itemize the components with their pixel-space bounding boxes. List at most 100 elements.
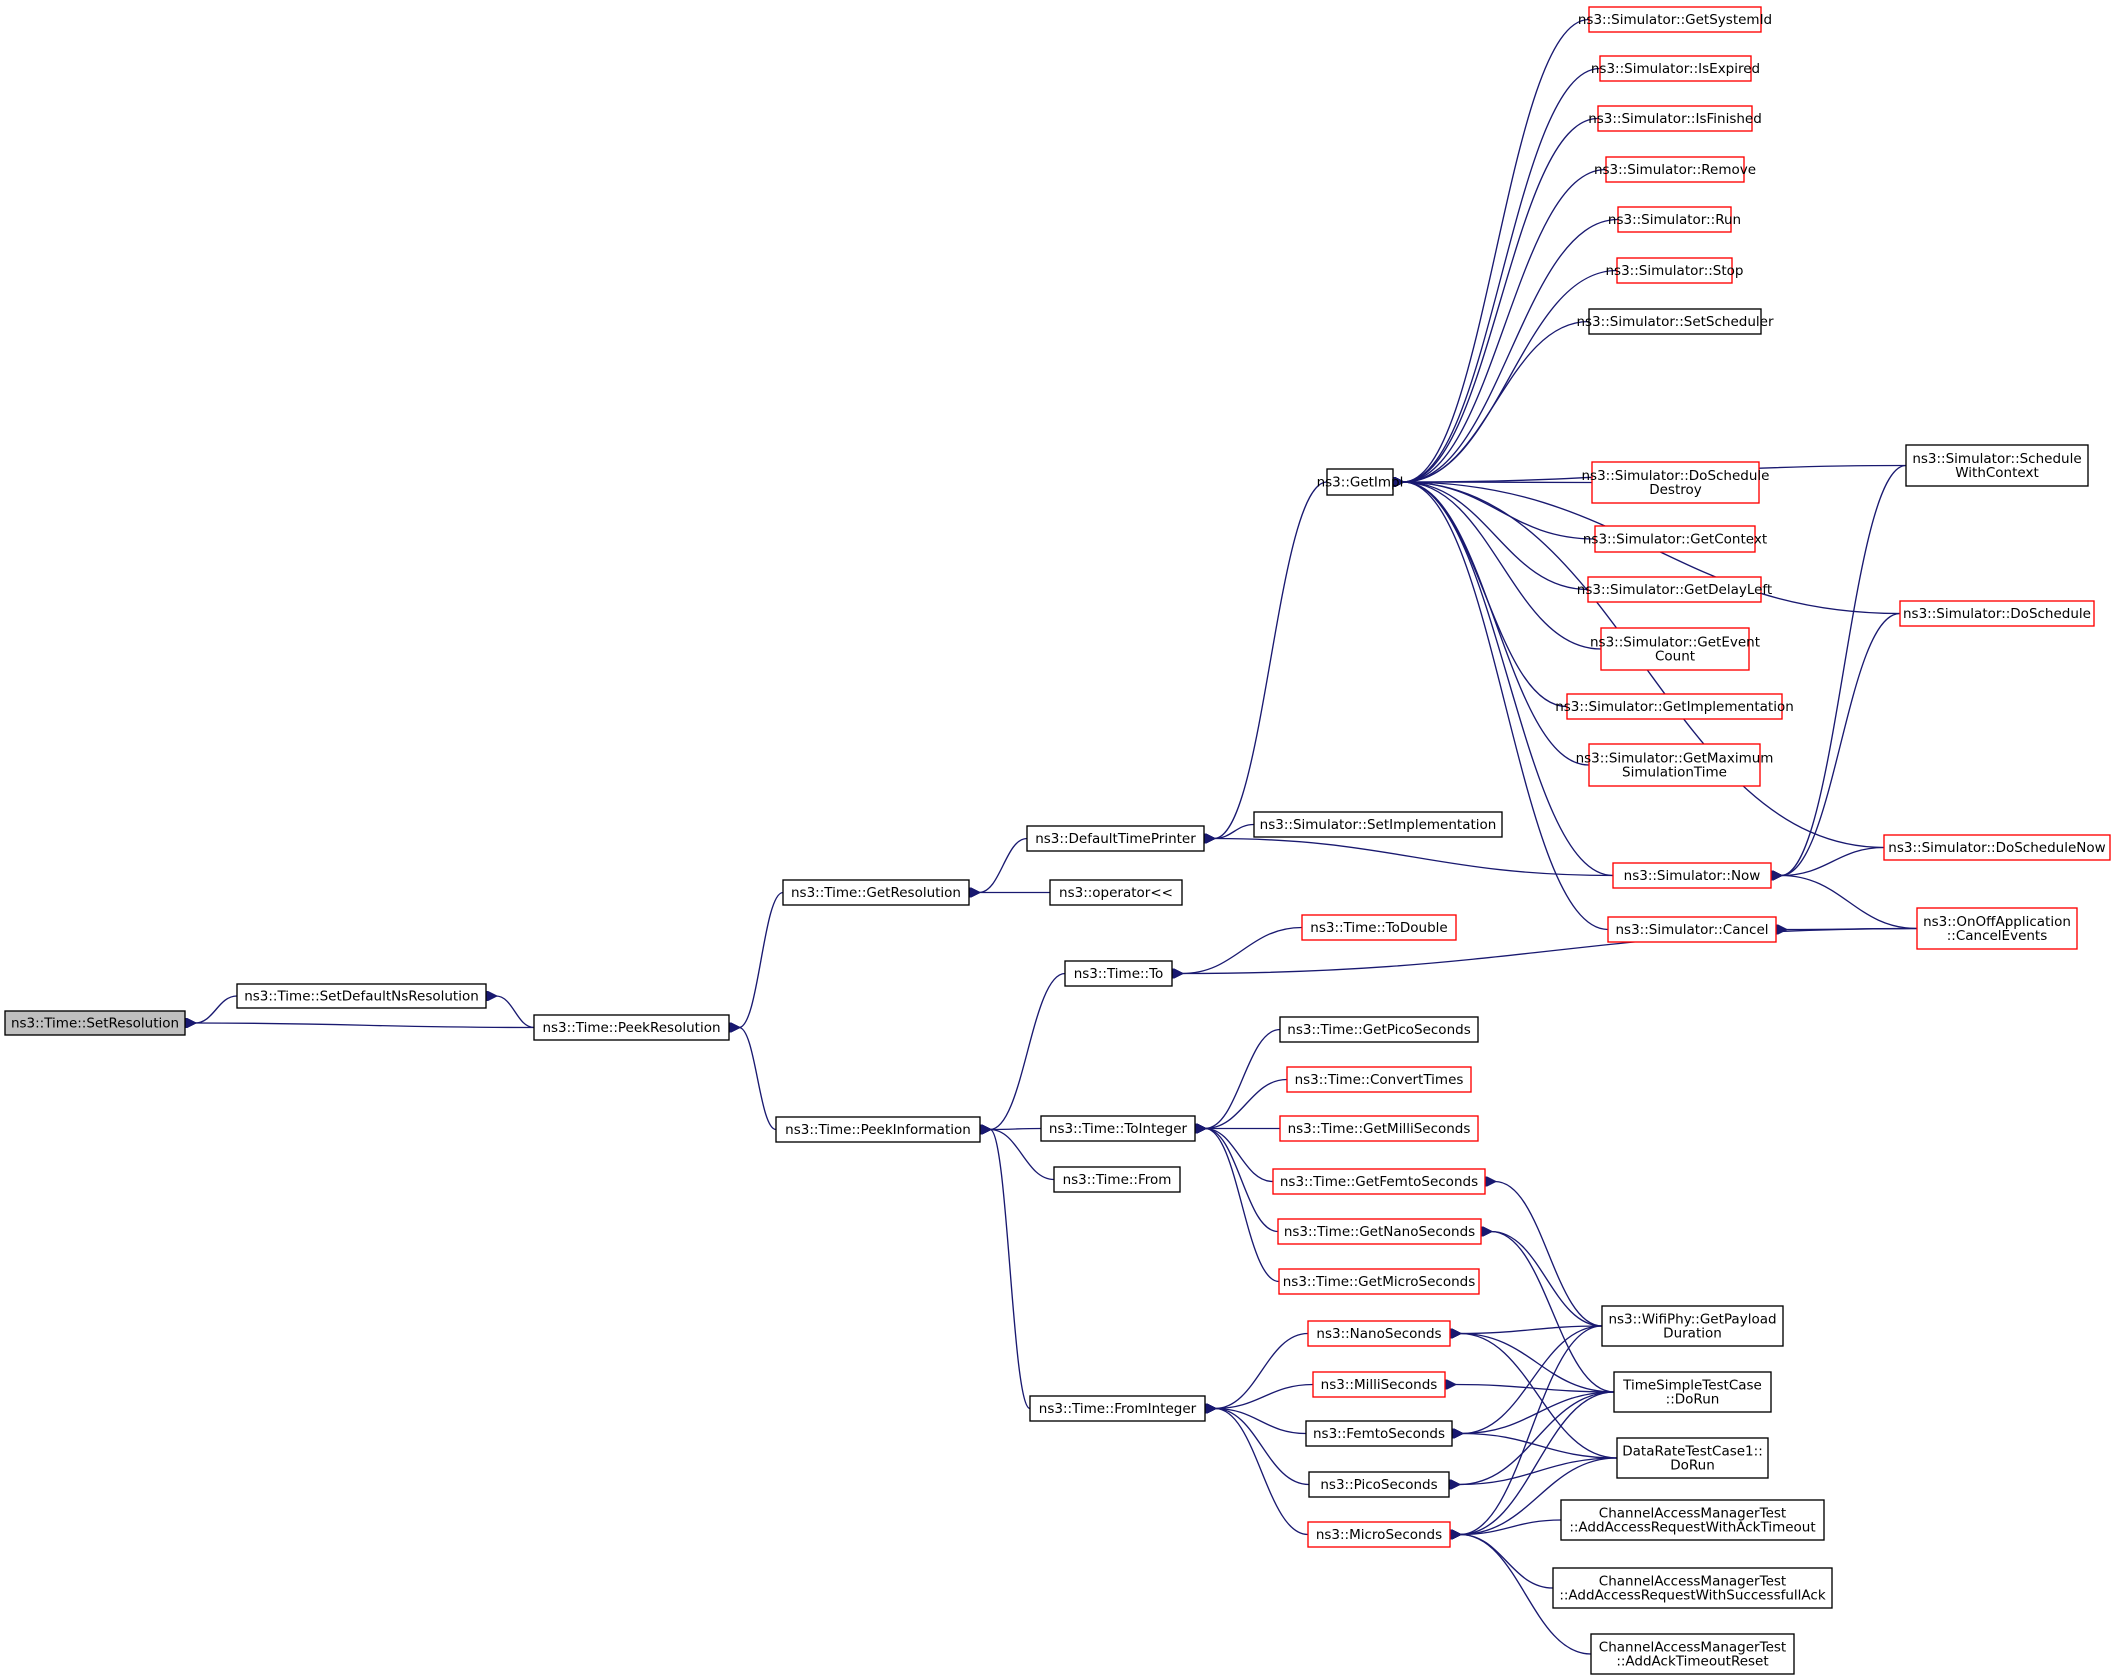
call-edge-drtc-to-femtos bbox=[1462, 1434, 1618, 1459]
node-peekres[interactable]: ns3::Time::PeekResolution bbox=[533, 1014, 730, 1041]
node-toint[interactable]: ns3::Time::ToInteger bbox=[1040, 1115, 1196, 1142]
node-box bbox=[782, 879, 970, 906]
node-box bbox=[1272, 1168, 1486, 1195]
node-tstc[interactable]: TimeSimpleTestCase::DoRun bbox=[1613, 1371, 1772, 1413]
call-edge-dosnow-to-now bbox=[1781, 846, 1885, 876]
node-box bbox=[775, 1116, 981, 1143]
call-edge-toint-to-peekinfo bbox=[990, 1129, 1042, 1130]
node-stop[interactable]: ns3::Simulator::Stop bbox=[1606, 257, 1744, 284]
node-millis[interactable]: ns3::MilliSeconds bbox=[1312, 1371, 1446, 1398]
call-edge-now-to-deftp bbox=[1214, 839, 1614, 877]
node-label: ChannelAccessManagerTest bbox=[1599, 1640, 1786, 1656]
call-edge-wifipl-to-micros bbox=[1460, 1325, 1603, 1535]
call-edge-getsysid-to-getimpl bbox=[1403, 18, 1590, 483]
call-edge-now-to-getimpl bbox=[1403, 482, 1614, 877]
call-edge-stop-to-getimpl bbox=[1403, 269, 1618, 483]
call-edge-cancel-to-getimpl bbox=[1403, 482, 1609, 931]
node-box bbox=[1607, 916, 1777, 943]
node-femtos[interactable]: ns3::FemtoSeconds bbox=[1305, 1420, 1453, 1447]
node-run[interactable]: ns3::Simulator::Run bbox=[1608, 206, 1741, 233]
node-box bbox=[1590, 1633, 1795, 1675]
node-dosnow[interactable]: ns3::Simulator::DoScheduleNow bbox=[1883, 834, 2111, 861]
node-label: ns3::Time::ToInteger bbox=[1049, 1121, 1188, 1137]
node-label: ns3::operator<< bbox=[1059, 885, 1173, 901]
node-remove[interactable]: ns3::Simulator::Remove bbox=[1594, 156, 1756, 183]
node-getnano[interactable]: ns3::Time::GetNanoSeconds bbox=[1277, 1218, 1482, 1245]
node-getctx[interactable]: ns3::Simulator::GetContext bbox=[1583, 525, 1767, 553]
node-label: ns3::Simulator::Schedule bbox=[1912, 451, 2081, 467]
call-edge-drtc-to-nanos bbox=[1460, 1334, 1618, 1459]
node-now[interactable]: ns3::Simulator::Now bbox=[1612, 862, 1772, 889]
node-label: DoRun bbox=[1670, 1458, 1715, 1474]
node-setimpl[interactable]: ns3::Simulator::SetImplementation bbox=[1253, 811, 1503, 838]
node-cam3[interactable]: ChannelAccessManagerTest::AddAckTimeoutR… bbox=[1590, 1633, 1795, 1675]
node-to[interactable]: ns3::Time::To bbox=[1064, 960, 1173, 987]
node-getmicro[interactable]: ns3::Time::GetMicroSeconds bbox=[1278, 1268, 1480, 1295]
node-peekinfo[interactable]: ns3::Time::PeekInformation bbox=[775, 1116, 981, 1143]
node-box bbox=[1305, 1420, 1453, 1447]
node-todouble[interactable]: ns3::Time::ToDouble bbox=[1301, 914, 1457, 941]
node-cam2[interactable]: ChannelAccessManagerTest::AddAccessReque… bbox=[1552, 1567, 1833, 1609]
call-edge-peekres-to-setdef bbox=[496, 996, 535, 1029]
node-label: ns3::Simulator::IsFinished bbox=[1588, 111, 1762, 127]
node-label: ns3::Simulator::GetContext bbox=[1583, 532, 1767, 548]
call-edge-drtc-to-micros bbox=[1460, 1457, 1618, 1535]
node-label: ns3::WifiPhy::GetPayload bbox=[1608, 1312, 1776, 1328]
node-label: ns3::Simulator::Remove bbox=[1594, 162, 1756, 178]
node-micros[interactable]: ns3::MicroSeconds bbox=[1307, 1521, 1451, 1548]
call-edge-onoff-to-now bbox=[1781, 876, 1918, 930]
node-getpico[interactable]: ns3::Time::GetPicoSeconds bbox=[1279, 1016, 1479, 1043]
node-getdl[interactable]: ns3::Simulator::GetDelayLeft bbox=[1577, 576, 1772, 603]
node-label: ns3::Time::GetNanoSeconds bbox=[1284, 1224, 1475, 1240]
node-fromint[interactable]: ns3::Time::FromInteger bbox=[1029, 1395, 1206, 1422]
node-getimpl[interactable]: ns3::GetImpl bbox=[1317, 468, 1404, 496]
node-box bbox=[1883, 834, 2111, 861]
node-box bbox=[1594, 525, 1756, 553]
node-label: ns3::Time::PeekResolution bbox=[542, 1020, 720, 1036]
node-box bbox=[1277, 1218, 1482, 1245]
node-label: ns3::Time::ToDouble bbox=[1310, 920, 1447, 936]
node-box bbox=[1588, 308, 1762, 335]
node-box bbox=[1605, 156, 1745, 183]
node-deftp[interactable]: ns3::DefaultTimePrinter bbox=[1026, 825, 1205, 852]
call-edge-peekinfo-to-peekres bbox=[739, 1028, 777, 1131]
node-setres: ns3::Time::SetResolution bbox=[4, 1010, 186, 1036]
node-setsched[interactable]: ns3::Simulator::SetScheduler bbox=[1576, 308, 1774, 335]
node-getres[interactable]: ns3::Time::GetResolution bbox=[782, 879, 970, 906]
node-label: Count bbox=[1655, 649, 1695, 665]
node-nanos[interactable]: ns3::NanoSeconds bbox=[1307, 1320, 1451, 1347]
call-edge-getmax-to-getimpl bbox=[1403, 482, 1590, 766]
call-edge-run-to-getimpl bbox=[1403, 218, 1619, 483]
node-isexp[interactable]: ns3::Simulator::IsExpired bbox=[1591, 55, 1760, 82]
node-cam1[interactable]: ChannelAccessManagerTest::AddAccessReque… bbox=[1560, 1499, 1825, 1541]
node-oplt[interactable]: ns3::operator<< bbox=[1049, 879, 1183, 906]
call-edge-millis-to-fromint bbox=[1215, 1383, 1314, 1409]
node-convt[interactable]: ns3::Time::ConvertTimes bbox=[1286, 1066, 1472, 1093]
node-from[interactable]: ns3::Time::From bbox=[1053, 1166, 1181, 1193]
node-drtc[interactable]: DataRateTestCase1::DoRun bbox=[1616, 1437, 1769, 1479]
node-box bbox=[1613, 1371, 1772, 1413]
node-box bbox=[4, 1010, 186, 1036]
node-setdef[interactable]: ns3::Time::SetDefaultNsResolution bbox=[236, 983, 487, 1009]
node-picos[interactable]: ns3::PicoSeconds bbox=[1308, 1471, 1450, 1498]
node-label: SimulationTime bbox=[1622, 765, 1727, 781]
node-getfemto[interactable]: ns3::Time::GetFemtoSeconds bbox=[1272, 1168, 1486, 1195]
node-getsysid[interactable]: ns3::Simulator::GetSystemId bbox=[1578, 6, 1772, 33]
node-getimpl2[interactable]: ns3::Simulator::GetImplementation bbox=[1555, 693, 1794, 720]
node-isfin[interactable]: ns3::Simulator::IsFinished bbox=[1588, 105, 1762, 132]
node-label: ns3::Simulator::Run bbox=[1608, 212, 1741, 228]
node-getmilli[interactable]: ns3::Time::GetMilliSeconds bbox=[1279, 1115, 1479, 1142]
node-onoff[interactable]: ns3::OnOffApplication::CancelEvents bbox=[1916, 907, 2078, 950]
node-label: ns3::Simulator::IsExpired bbox=[1591, 61, 1760, 77]
call-edge-getec-to-getimpl bbox=[1403, 482, 1602, 650]
node-cancel[interactable]: ns3::Simulator::Cancel bbox=[1607, 916, 1777, 943]
node-dosched[interactable]: ns3::Simulator::DoSchedule bbox=[1899, 600, 2095, 627]
node-label: ns3::Simulator::GetMaximum bbox=[1576, 751, 1774, 767]
node-label: ns3::Time::SetDefaultNsResolution bbox=[244, 989, 479, 1005]
call-edge-setsched-to-getimpl bbox=[1403, 320, 1590, 483]
